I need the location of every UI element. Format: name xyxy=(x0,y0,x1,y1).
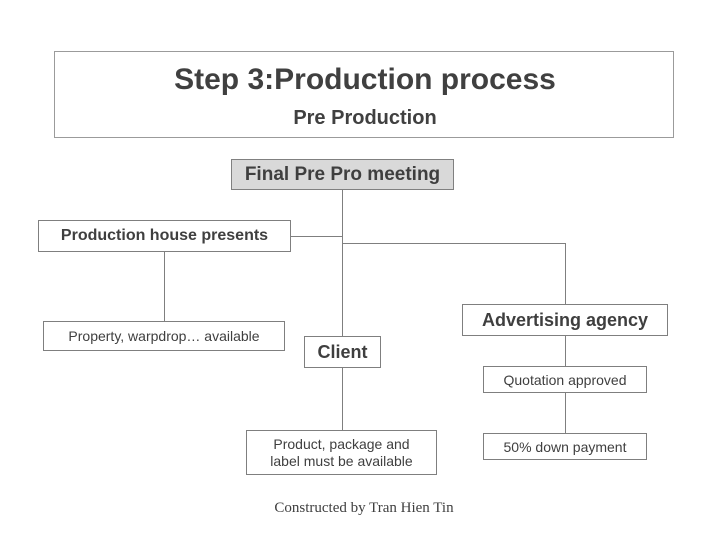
connector-agency-to-quotation xyxy=(565,336,566,366)
node-product-line-2: label must be available xyxy=(270,452,413,469)
node-client[interactable]: Client xyxy=(304,336,381,368)
node-advertising-agency[interactable]: Advertising agency xyxy=(462,304,668,336)
page-subtitle: Pre Production xyxy=(293,107,437,129)
connector-client-to-product xyxy=(342,368,343,430)
node-product-line-1: Product, package and xyxy=(273,435,410,452)
connector-agency-drop xyxy=(565,243,566,304)
node-down-payment[interactable]: 50% down payment xyxy=(483,433,647,460)
node-production-house-presents[interactable]: Production house presents xyxy=(38,220,291,252)
footer-credit: Constructed by Tran Hien Tin xyxy=(274,500,454,516)
connector-final-to-client xyxy=(342,190,343,336)
connector-quotation-to-payment xyxy=(565,393,566,433)
title-frame: Step 3:Production process Pre Production xyxy=(54,51,674,138)
node-quotation-approved[interactable]: Quotation approved xyxy=(483,366,647,393)
node-final-pre-pro-meeting[interactable]: Final Pre Pro meeting xyxy=(231,159,454,190)
page-title: Step 3:Production process xyxy=(174,63,556,96)
node-property-warpdrop-available[interactable]: Property, warpdrop… available xyxy=(43,321,285,351)
connector-trunk-to-agency xyxy=(342,243,566,244)
connector-production-house-to-property xyxy=(164,252,165,321)
connector-trunk-to-production-house xyxy=(291,236,342,237)
node-product-package-label[interactable]: Product, package and label must be avail… xyxy=(246,430,437,475)
